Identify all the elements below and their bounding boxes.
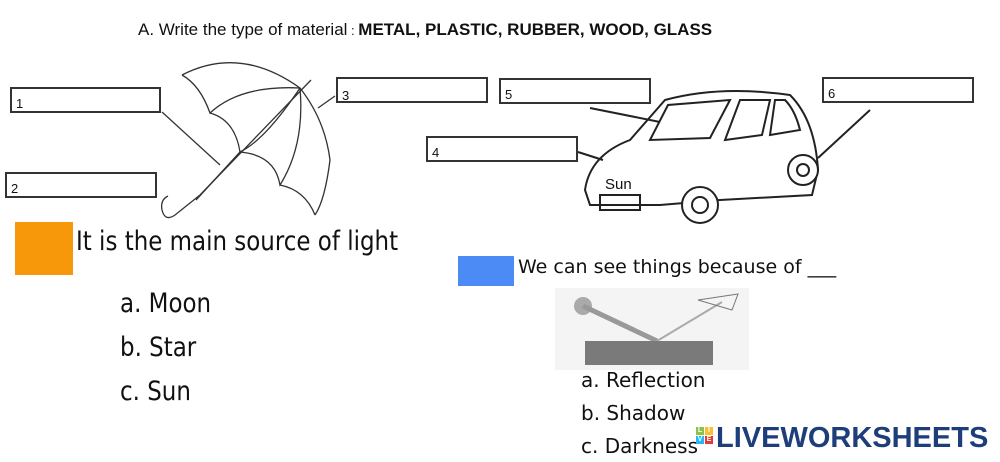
q1-answer-drop[interactable] bbox=[15, 222, 73, 275]
answer-box-3[interactable]: 3 bbox=[336, 77, 488, 103]
car-illustration bbox=[577, 90, 871, 224]
q2-question: We can see things because of ___ bbox=[518, 256, 837, 278]
q2-option-b[interactable]: b. Shadow bbox=[581, 401, 686, 425]
answer-box-2[interactable]: 2 bbox=[5, 172, 157, 198]
liveworksheets-logo: LIVEWORKSHEETS bbox=[716, 422, 989, 454]
q1-question: It is the main source of light bbox=[76, 226, 399, 257]
answer-box-6[interactable]: 6 bbox=[822, 77, 974, 103]
q2-option-c[interactable]: c. Darkness bbox=[581, 434, 698, 458]
umbrella-illustration bbox=[160, 62, 336, 219]
overlay-text: Sun bbox=[605, 176, 632, 193]
reflection-illustration bbox=[555, 288, 749, 370]
answer-box-4[interactable]: 4 bbox=[426, 136, 578, 162]
q1-option-a[interactable]: a. Moon bbox=[120, 288, 212, 319]
answer-box-5[interactable]: 5 bbox=[499, 78, 651, 104]
q1-option-b[interactable]: b. Star bbox=[120, 332, 197, 363]
q2-option-a[interactable]: a. Reflection bbox=[581, 368, 706, 392]
instruction-title: A. Write the type of material : METAL, P… bbox=[138, 20, 713, 39]
q2-answer-drop[interactable] bbox=[458, 256, 514, 286]
q1-option-c[interactable]: c. Sun bbox=[120, 376, 191, 407]
answer-box-1[interactable]: 1 bbox=[10, 87, 161, 113]
